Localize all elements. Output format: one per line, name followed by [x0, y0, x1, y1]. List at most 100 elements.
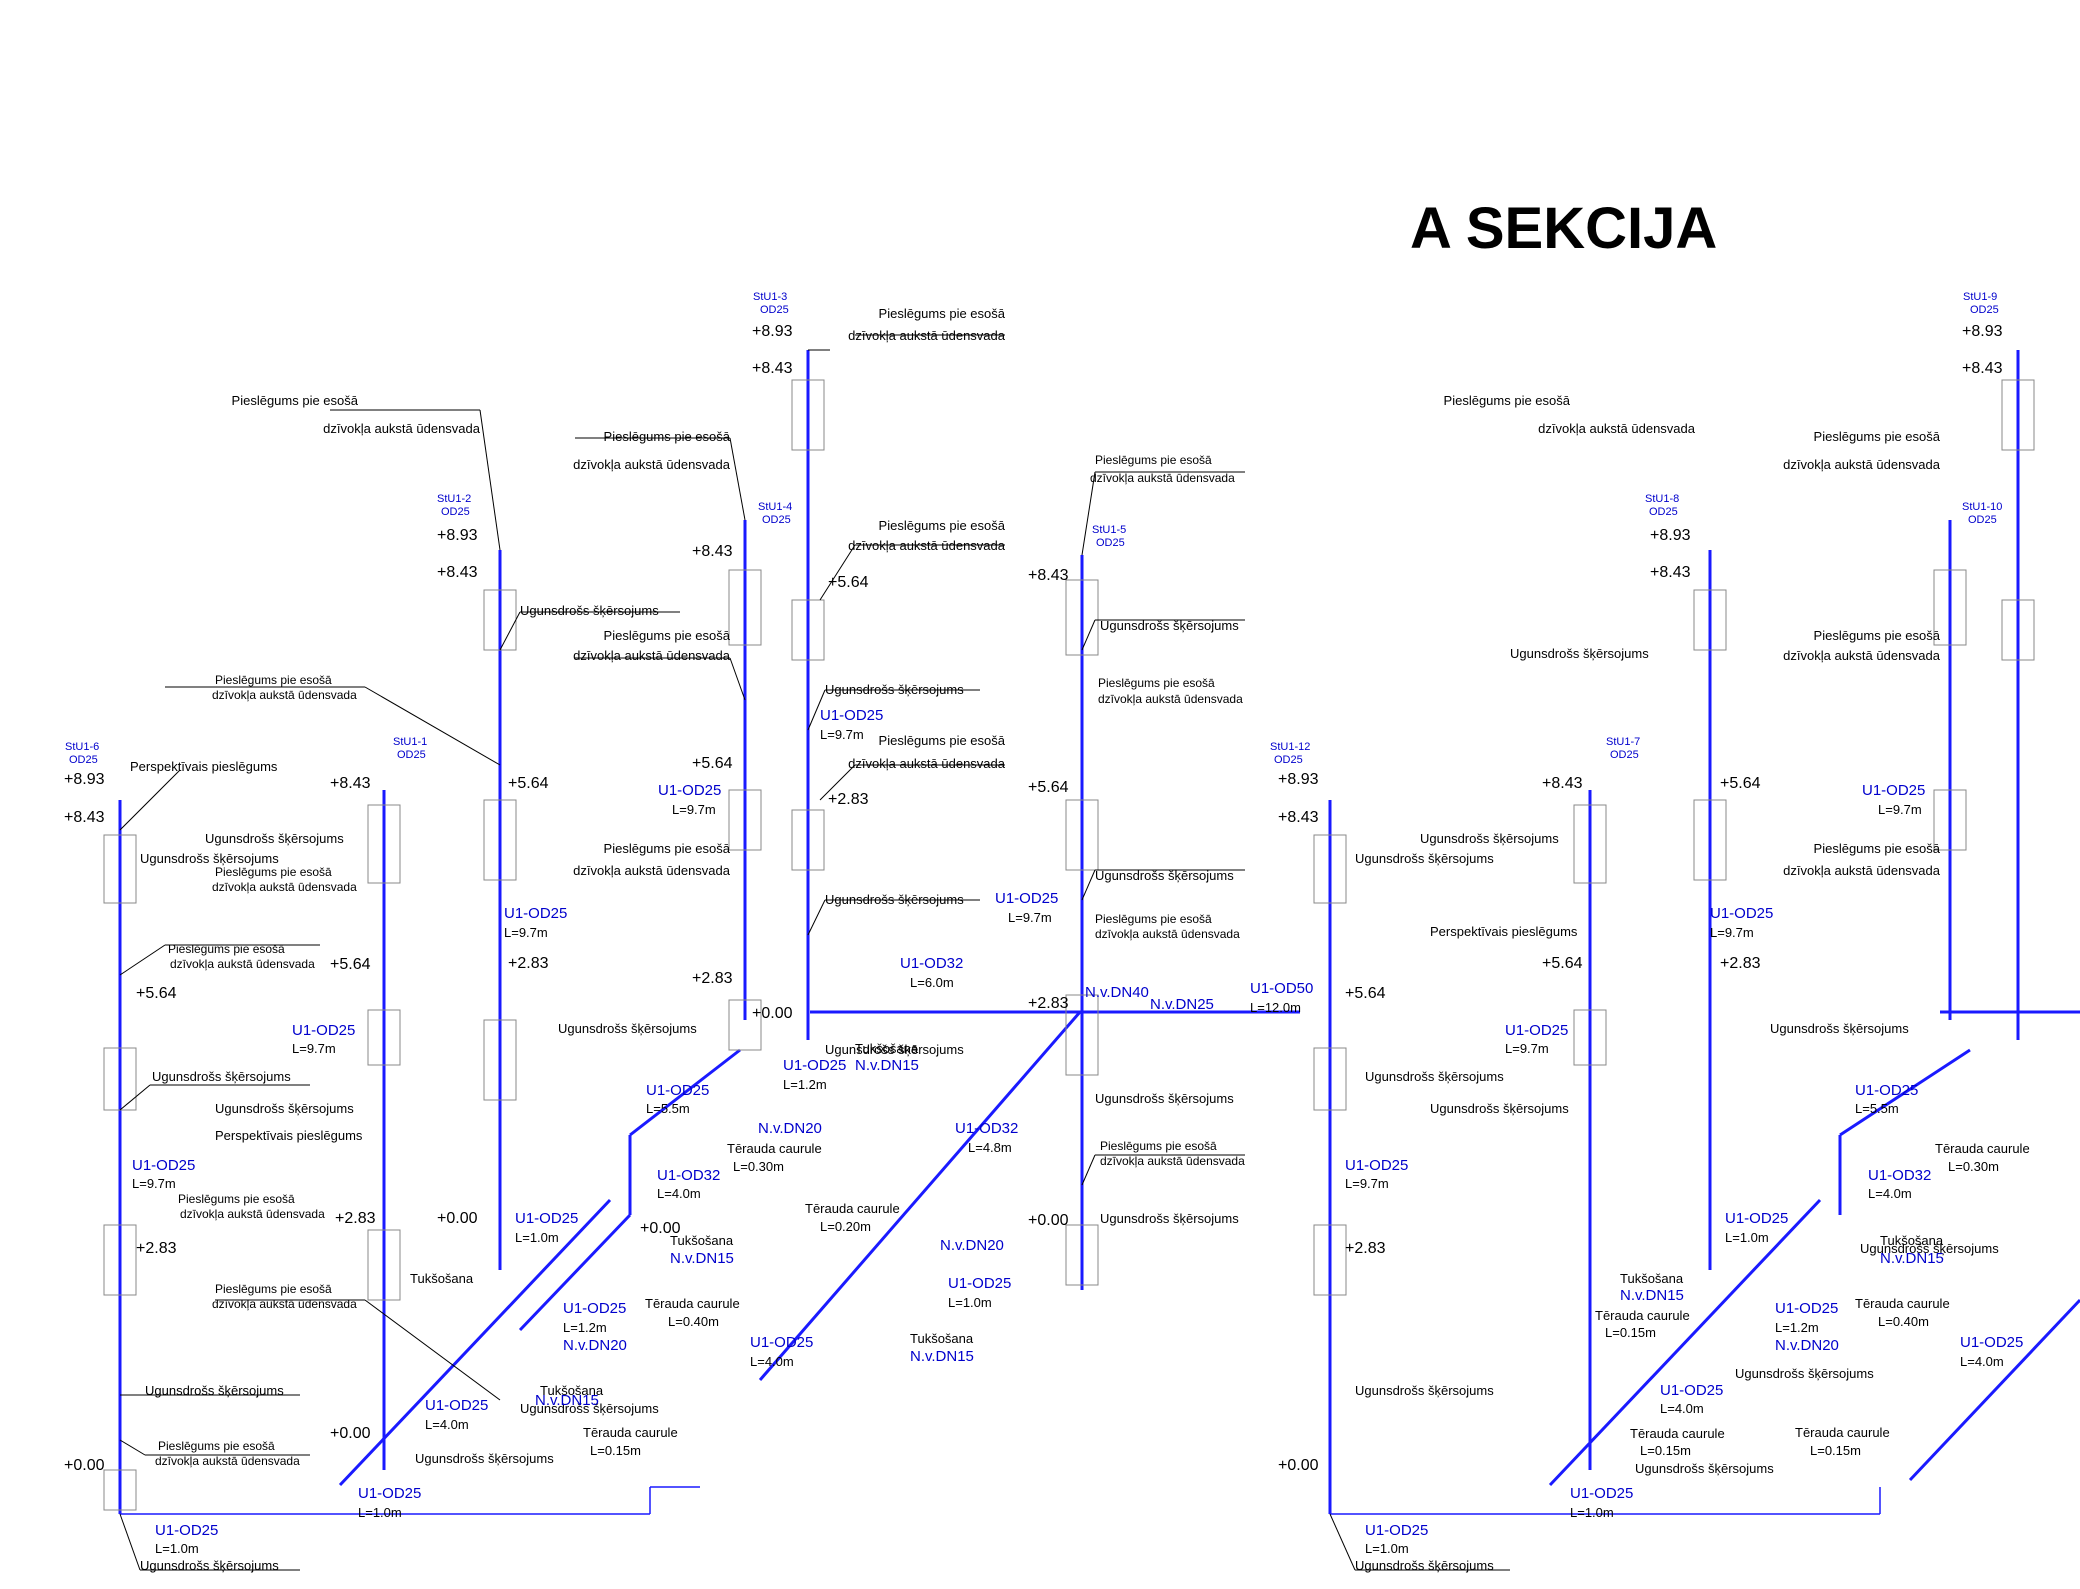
svg-text:U1-OD25: U1-OD25 [425, 1397, 488, 1414]
svg-text:+5.64: +5.64 [508, 775, 549, 792]
connection-label: dzīvokļa aukstā ūdensvada [1095, 927, 1240, 941]
svg-text:Ugunsdrošs šķērsojums: Ugunsdrošs šķērsojums [1365, 1069, 1504, 1084]
steel-pipe-label: Tērauda caurule [727, 1141, 822, 1156]
connection-label: Pieslēgums pie esošā [604, 429, 731, 444]
svg-text:U1-OD25: U1-OD25 [1725, 1210, 1788, 1227]
svg-text:L=0.15m: L=0.15m [590, 1443, 641, 1458]
svg-text:U1-OD32: U1-OD32 [955, 1120, 1018, 1137]
svg-text:N.v.DN20: N.v.DN20 [758, 1120, 822, 1137]
connection-label: dzīvokļa aukstā ūdensvada [573, 648, 731, 663]
fire-crossing-label: Ugunsdrošs šķērsojums [1100, 618, 1239, 633]
svg-text:Tērauda caurule: Tērauda caurule [1935, 1141, 2030, 1156]
svg-text:StU1-4: StU1-4 [758, 501, 792, 513]
svg-text:StU1-3: StU1-3 [753, 291, 787, 303]
svg-text:StU1-9: StU1-9 [1963, 291, 1997, 303]
connection-label: dzīvokļa aukstā ūdensvada [323, 421, 481, 436]
svg-text:StU1-8: StU1-8 [1645, 493, 1679, 505]
svg-text:L=4.0m: L=4.0m [750, 1354, 794, 1369]
svg-text:U1-OD32: U1-OD32 [657, 1167, 720, 1184]
connection-label: Pieslēgums pie esošā [168, 942, 285, 956]
svg-text:N.v.DN15: N.v.DN15 [1620, 1287, 1684, 1304]
svg-text:L=9.7m: L=9.7m [292, 1041, 336, 1056]
svg-text:U1-OD25: U1-OD25 [948, 1275, 1011, 1292]
steel-pipe-label: Tērauda caurule [805, 1201, 900, 1216]
svg-text:Tērauda caurule: Tērauda caurule [1595, 1308, 1690, 1323]
svg-text:+8.43: +8.43 [692, 543, 733, 560]
svg-text:StU1-2: StU1-2 [437, 493, 471, 505]
svg-text:L=4.0m: L=4.0m [1868, 1186, 1912, 1201]
svg-text:Tukšošana: Tukšošana [1620, 1271, 1684, 1286]
connection-label: dzīvokļa aukstā ūdensvada [848, 756, 1006, 771]
svg-text:L=1.0m: L=1.0m [358, 1505, 402, 1520]
svg-text:+2.83: +2.83 [692, 970, 733, 987]
svg-text:Ugunsdrošs šķērsojums: Ugunsdrošs šķērsojums [1510, 646, 1649, 661]
svg-text:U1-OD25: U1-OD25 [658, 782, 721, 799]
svg-text:StU1-7: StU1-7 [1606, 736, 1640, 748]
svg-text:+8.93: +8.93 [752, 323, 793, 340]
fire-crossing-label: Ugunsdrošs šķērsojums [415, 1451, 554, 1466]
svg-text:L=0.40m: L=0.40m [668, 1314, 719, 1329]
svg-text:Ugunsdrošs šķērsojums: Ugunsdrošs šķērsojums [1770, 1021, 1909, 1036]
svg-text:L=6.0m: L=6.0m [910, 975, 954, 990]
connection-label: Pieslēgums pie esošā [215, 1282, 332, 1296]
connection-label: dzīvokļa aukstā ūdensvada [573, 863, 731, 878]
fire-crossing-label: Ugunsdrošs šķērsojums [520, 1401, 659, 1416]
svg-text:U1-OD25: U1-OD25 [1855, 1082, 1918, 1099]
connection-label: Pieslēgums pie esošā [604, 628, 731, 643]
svg-text:StU1-5: StU1-5 [1092, 524, 1126, 536]
svg-text:+8.43: +8.43 [752, 360, 793, 377]
svg-text:OD25: OD25 [1968, 514, 1997, 526]
connection-label: dzīvokļa aukstā ūdensvada [1098, 692, 1243, 706]
risers [118, 350, 2020, 1514]
svg-text:+5.64: +5.64 [136, 985, 177, 1002]
svg-text:StU1-1: StU1-1 [393, 736, 427, 748]
svg-text:L=9.7m: L=9.7m [1345, 1176, 1389, 1191]
svg-text:+2.83: +2.83 [335, 1210, 376, 1227]
drain-label: Tukšošana [540, 1383, 604, 1398]
connection-label: Pieslēgums pie esošā [215, 865, 332, 879]
svg-text:+0.00: +0.00 [330, 1425, 371, 1442]
svg-text:+5.64: +5.64 [1345, 985, 1386, 1002]
connection-label: Pieslēgums pie esošā [1100, 1139, 1217, 1153]
svg-text:U1-OD25: U1-OD25 [1345, 1157, 1408, 1174]
svg-text:L=1.0m: L=1.0m [515, 1230, 559, 1245]
leader-lines [119, 334, 1510, 1571]
svg-text:OD25: OD25 [69, 754, 98, 766]
svg-text:L=9.7m: L=9.7m [1878, 802, 1922, 817]
svg-text:N.v.DN15: N.v.DN15 [535, 1392, 599, 1409]
svg-text:Ugunsdrošs šķērsojums: Ugunsdrošs šķērsojums [1355, 851, 1494, 866]
svg-text:L=0.40m: L=0.40m [1878, 1314, 1929, 1329]
connection-label: dzīvokļa aukstā ūdensvada [212, 880, 357, 894]
svg-text:U1-OD25: U1-OD25 [1710, 905, 1773, 922]
svg-text:N.v.DN20: N.v.DN20 [1775, 1337, 1839, 1354]
svg-text:N.v.DN40: N.v.DN40 [1085, 984, 1149, 1001]
svg-text:+8.43: +8.43 [437, 564, 478, 581]
svg-text:L=5.5m: L=5.5m [1855, 1101, 1899, 1116]
svg-text:+5.64: +5.64 [828, 574, 869, 591]
svg-text:OD25: OD25 [1610, 749, 1639, 761]
svg-text:L=4.0m: L=4.0m [425, 1417, 469, 1432]
svg-text:+8.43: +8.43 [64, 809, 105, 826]
connection-label: Pieslēgums pie esošā [1098, 676, 1215, 690]
svg-text:L=4.8m: L=4.8m [968, 1140, 1012, 1155]
svg-text:L=9.7m: L=9.7m [1710, 925, 1754, 940]
connection-label: dzīvokļa aukstā ūdensvada [170, 957, 315, 971]
svg-text:OD25: OD25 [1096, 537, 1125, 549]
drain-label: Tukšošana [410, 1271, 474, 1286]
svg-text:+0.00: +0.00 [640, 1220, 681, 1237]
svg-text:L=4.0m: L=4.0m [1660, 1401, 1704, 1416]
labels-left: Pieslēgums pie esošā dzīvokļa aukstā ūde… [130, 306, 1245, 1573]
fire-crossing-label: Ugunsdrošs šķērsojums [1095, 1091, 1234, 1106]
svg-text:+8.43: +8.43 [1278, 809, 1319, 826]
svg-text:L=1.0m: L=1.0m [1365, 1541, 1409, 1556]
connection-label: Pieslēgums pie esošā [879, 306, 1006, 321]
svg-text:U1-OD25: U1-OD25 [1862, 782, 1925, 799]
svg-text:+0.00: +0.00 [437, 1210, 478, 1227]
svg-text:StU1-12: StU1-12 [1270, 741, 1310, 753]
svg-text:+5.64: +5.64 [1720, 775, 1761, 792]
svg-text:Pieslēgums pie esošā: Pieslēgums pie esošā [1814, 628, 1941, 643]
svg-text:+2.83: +2.83 [828, 791, 869, 808]
svg-text:U1-OD25: U1-OD25 [132, 1157, 195, 1174]
svg-text:L=9.7m: L=9.7m [820, 727, 864, 742]
svg-text:U1-OD25: U1-OD25 [750, 1334, 813, 1351]
